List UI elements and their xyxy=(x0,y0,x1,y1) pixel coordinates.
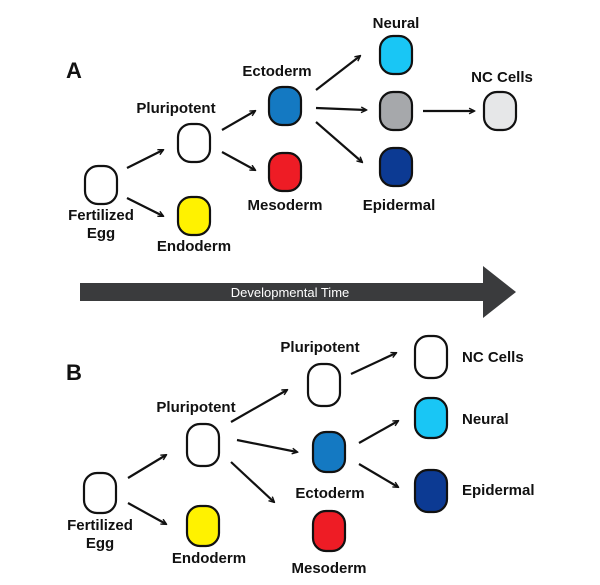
nc-cells-cell-b xyxy=(413,334,449,380)
mesoderm-cell-b xyxy=(311,509,347,553)
pluripotent-cell-b xyxy=(185,422,221,468)
timeline-arrow-shape xyxy=(80,266,516,318)
ectoderm-cell-b xyxy=(311,430,347,474)
epidermal-label-b: Epidermal xyxy=(462,482,535,499)
mesoderm-cell xyxy=(267,151,303,193)
pluripotent-label-b: Pluripotent xyxy=(156,399,235,416)
fertilized-label-b: Fertilized xyxy=(67,517,133,534)
arrow-ectoderm-to-nc-precursor xyxy=(315,108,366,110)
arrow-egg-to-pluripotent xyxy=(126,150,163,169)
fertilized-egg-cell xyxy=(83,164,119,206)
egg-label: Egg xyxy=(87,225,115,242)
arrow-b-pluripotent-to-mesoderm xyxy=(230,461,274,502)
neural-cell xyxy=(378,34,414,76)
timeline-label: Developmental Time xyxy=(231,285,350,300)
mesoderm-label-b: Mesoderm xyxy=(291,560,366,577)
arrow-pluripotent-to-mesoderm xyxy=(221,151,255,170)
mesoderm-label: Mesoderm xyxy=(247,197,322,214)
arrow-ectoderm-to-neural xyxy=(315,56,360,91)
neural-label: Neural xyxy=(373,15,420,32)
arrow-b-pluripotent-to-pluripotent-late xyxy=(230,390,287,423)
arrow-b-egg-to-pluripotent xyxy=(127,455,166,479)
epidermal-cell-b xyxy=(413,468,449,514)
nc-cells-label: NC Cells xyxy=(471,69,533,86)
arrow-pluripotent-to-ectoderm xyxy=(221,111,255,131)
ectoderm-label: Ectoderm xyxy=(242,63,311,80)
pluripotent-label: Pluripotent xyxy=(136,100,215,117)
egg-label-b: Egg xyxy=(86,535,114,552)
panel-b-label: B xyxy=(66,360,82,385)
neural-label-b: Neural xyxy=(462,411,509,428)
pluripotent-cell xyxy=(176,122,212,164)
epidermal-label: Epidermal xyxy=(363,197,436,214)
arrow-b-pluripotent-to-ectoderm xyxy=(236,438,297,452)
endoderm-cell xyxy=(176,195,212,237)
fertilized-egg-cell-b xyxy=(82,471,118,515)
panel-a-label: A xyxy=(66,58,82,83)
nc-cells-cell xyxy=(482,90,518,132)
arrow-b-ectoderm-to-epidermal xyxy=(358,463,398,487)
panel-b: B Fertilized Egg Pluripotent Endoderm Pl… xyxy=(66,334,535,577)
pluripotent-late-label-b: Pluripotent xyxy=(280,339,359,356)
arrow-b-egg-to-endoderm xyxy=(127,502,166,524)
epidermal-cell xyxy=(378,146,414,188)
endoderm-cell-b xyxy=(185,504,221,548)
developmental-time-arrow: Developmental Time xyxy=(80,266,516,318)
neural-cell-b xyxy=(413,396,449,440)
neural-crest-precursor-cell xyxy=(378,90,414,132)
pluripotent-late-cell-b xyxy=(306,362,342,408)
arrow-ectoderm-to-epidermal xyxy=(315,121,362,162)
arrow-b-pluripotent-late-to-nc-cells xyxy=(350,353,396,375)
panel-a: A Fertilized Egg Pluripotent Endoderm Ec… xyxy=(66,15,533,255)
ectoderm-label-b: Ectoderm xyxy=(295,485,364,502)
ectoderm-cell xyxy=(267,85,303,127)
endoderm-label-b: Endoderm xyxy=(172,550,246,567)
arrow-egg-to-endoderm xyxy=(126,197,163,216)
fertilized-label: Fertilized xyxy=(68,207,134,224)
arrow-b-ectoderm-to-neural xyxy=(358,421,398,444)
nc-cells-label-b: NC Cells xyxy=(462,349,524,366)
endoderm-label: Endoderm xyxy=(157,238,231,255)
